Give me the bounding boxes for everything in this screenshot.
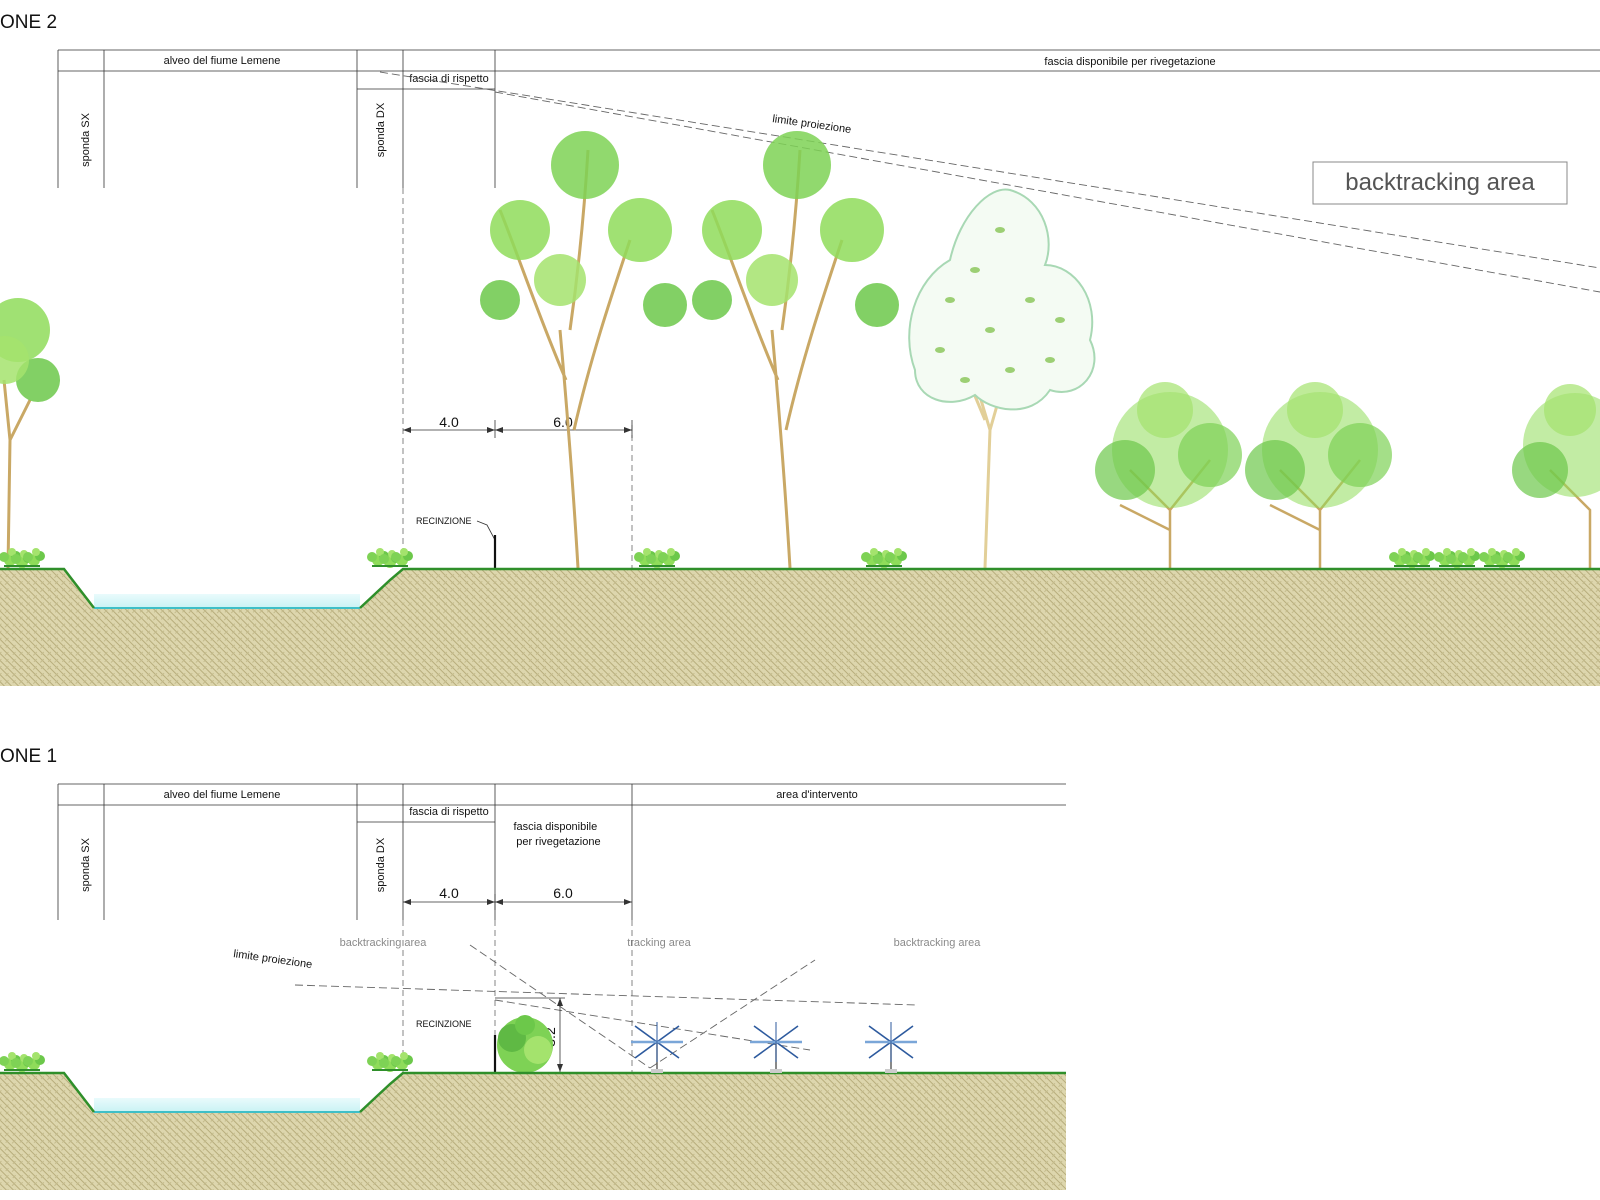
s1-right-bank-label: sponda DX: [375, 837, 387, 892]
s1-shrub-height-dimension: [495, 997, 565, 1072]
solar-tracker-1-icon: [629, 1020, 685, 1075]
s1-projection-limit-label: limite proiezione: [233, 948, 313, 971]
s1-intervention-area-label: area d'intervento: [776, 789, 858, 801]
s2-tree-left-partial: [0, 298, 60, 569]
s1-dim-buffer: 4.0: [439, 885, 459, 901]
s2-outline-tree: [908, 188, 1096, 569]
s1-projection-line: [294, 984, 918, 1006]
s2-left-bank-label: sponda SX: [80, 112, 92, 166]
section-2-header-grid: [57, 49, 1600, 188]
s2-available-band-label: fascia disponibile per rivegetazione: [1044, 56, 1215, 68]
s2-projection-line-lower: [494, 91, 1600, 293]
s2-ground: [0, 569, 1600, 686]
s2-round-tree-2: [1245, 382, 1392, 568]
s2-projection-limit-label: limite proiezione: [772, 113, 852, 136]
s2-backtracking-label: backtracking area: [1345, 169, 1535, 196]
s1-backtracking-left-label: backtracking area: [340, 937, 428, 949]
s2-fence-leader: [476, 520, 496, 541]
s2-river-water: [94, 594, 360, 608]
solar-tracker-3-icon: [863, 1020, 919, 1075]
s1-channel-label: alveo del fiume Lemene: [164, 789, 281, 801]
s1-ground-profile: [0, 1071, 1066, 1113]
section-2-title: ONE 2: [0, 12, 57, 33]
s2-buffer-band-label: fascia di rispetto: [409, 73, 488, 85]
s2-eucalyptus-tree-2: [692, 131, 899, 569]
s1-bank-shrubs: [0, 1052, 413, 1072]
s2-ground-profile: [0, 567, 1600, 609]
s1-buffer-band-label: fascia di rispetto: [409, 806, 488, 818]
s1-shrub: [497, 1015, 553, 1073]
s2-dimension-lines: [403, 420, 633, 438]
s1-tracking-label: tracking area: [627, 937, 691, 949]
s1-backtracking-right-label: backtracking area: [894, 937, 982, 949]
s1-dim-available: 6.0: [553, 885, 573, 901]
s1-shadow-line-right: [649, 959, 816, 1069]
s1-left-bank-label: sponda SX: [80, 837, 92, 891]
s1-available-band-label: fascia disponibile per rivegetazione: [513, 821, 612, 848]
s2-round-tree-3-partial: [1512, 384, 1600, 568]
s1-dimension-lines: [403, 894, 632, 910]
section-1-title: ONE 1: [0, 746, 57, 767]
s2-right-bank-label: sponda DX: [375, 102, 387, 157]
s1-solar-trackers: [629, 1020, 919, 1075]
s1-river-water: [94, 1098, 360, 1112]
s2-channel-label: alveo del fiume Lemene: [164, 55, 281, 67]
s2-shrubs: [0, 548, 1525, 568]
s2-dim-available: 6.0: [553, 414, 573, 430]
s2-dim-buffer: 4.0: [439, 414, 459, 430]
s1-fence-label: RECINZIONE: [416, 1019, 472, 1029]
s2-backtracking-box: [1312, 161, 1568, 205]
s2-round-tree-1: [1095, 382, 1242, 568]
s2-eucalyptus-tree-1: [480, 131, 687, 569]
s2-fence-label: RECINZIONE: [416, 516, 472, 526]
s2-projection-line-upper: [379, 71, 1600, 269]
s1-ground: [0, 1073, 1066, 1190]
